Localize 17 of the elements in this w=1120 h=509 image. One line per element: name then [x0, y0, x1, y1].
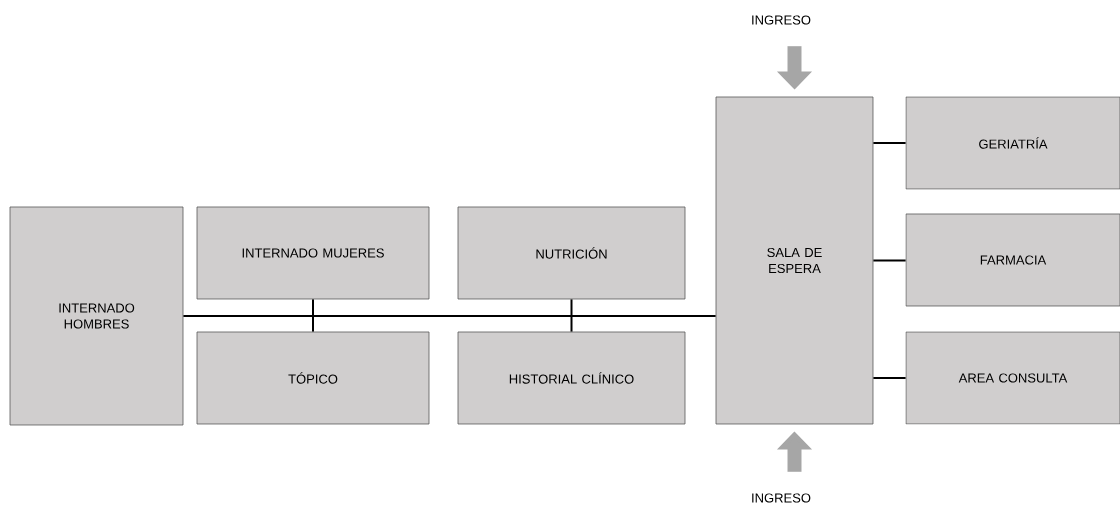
room-box: NUTRICIÓN — [457, 206, 686, 300]
room-box: INTERNADO MUJERES — [196, 206, 430, 300]
entrance-label: INGRESO — [752, 493, 811, 503]
connector-line — [872, 377, 907, 379]
room-box: GERIATRÍA — [905, 96, 1120, 190]
room-box: FARMACIA — [905, 213, 1120, 307]
connector-line — [312, 298, 314, 333]
room-box: TÓPICO — [196, 331, 430, 425]
entrance-label: INGRESO — [752, 15, 811, 25]
connector-line — [570, 298, 573, 333]
connector-line — [872, 142, 907, 144]
connector-line — [182, 315, 717, 317]
room-box: INTERNADO HOMBRES — [9, 206, 184, 426]
connector-line — [872, 259, 907, 262]
room-box: AREA CONSULTA — [905, 331, 1120, 425]
room-box: HISTORIAL CLÍNICO — [457, 331, 686, 425]
room-box: SALA DE ESPERA — [715, 96, 874, 425]
